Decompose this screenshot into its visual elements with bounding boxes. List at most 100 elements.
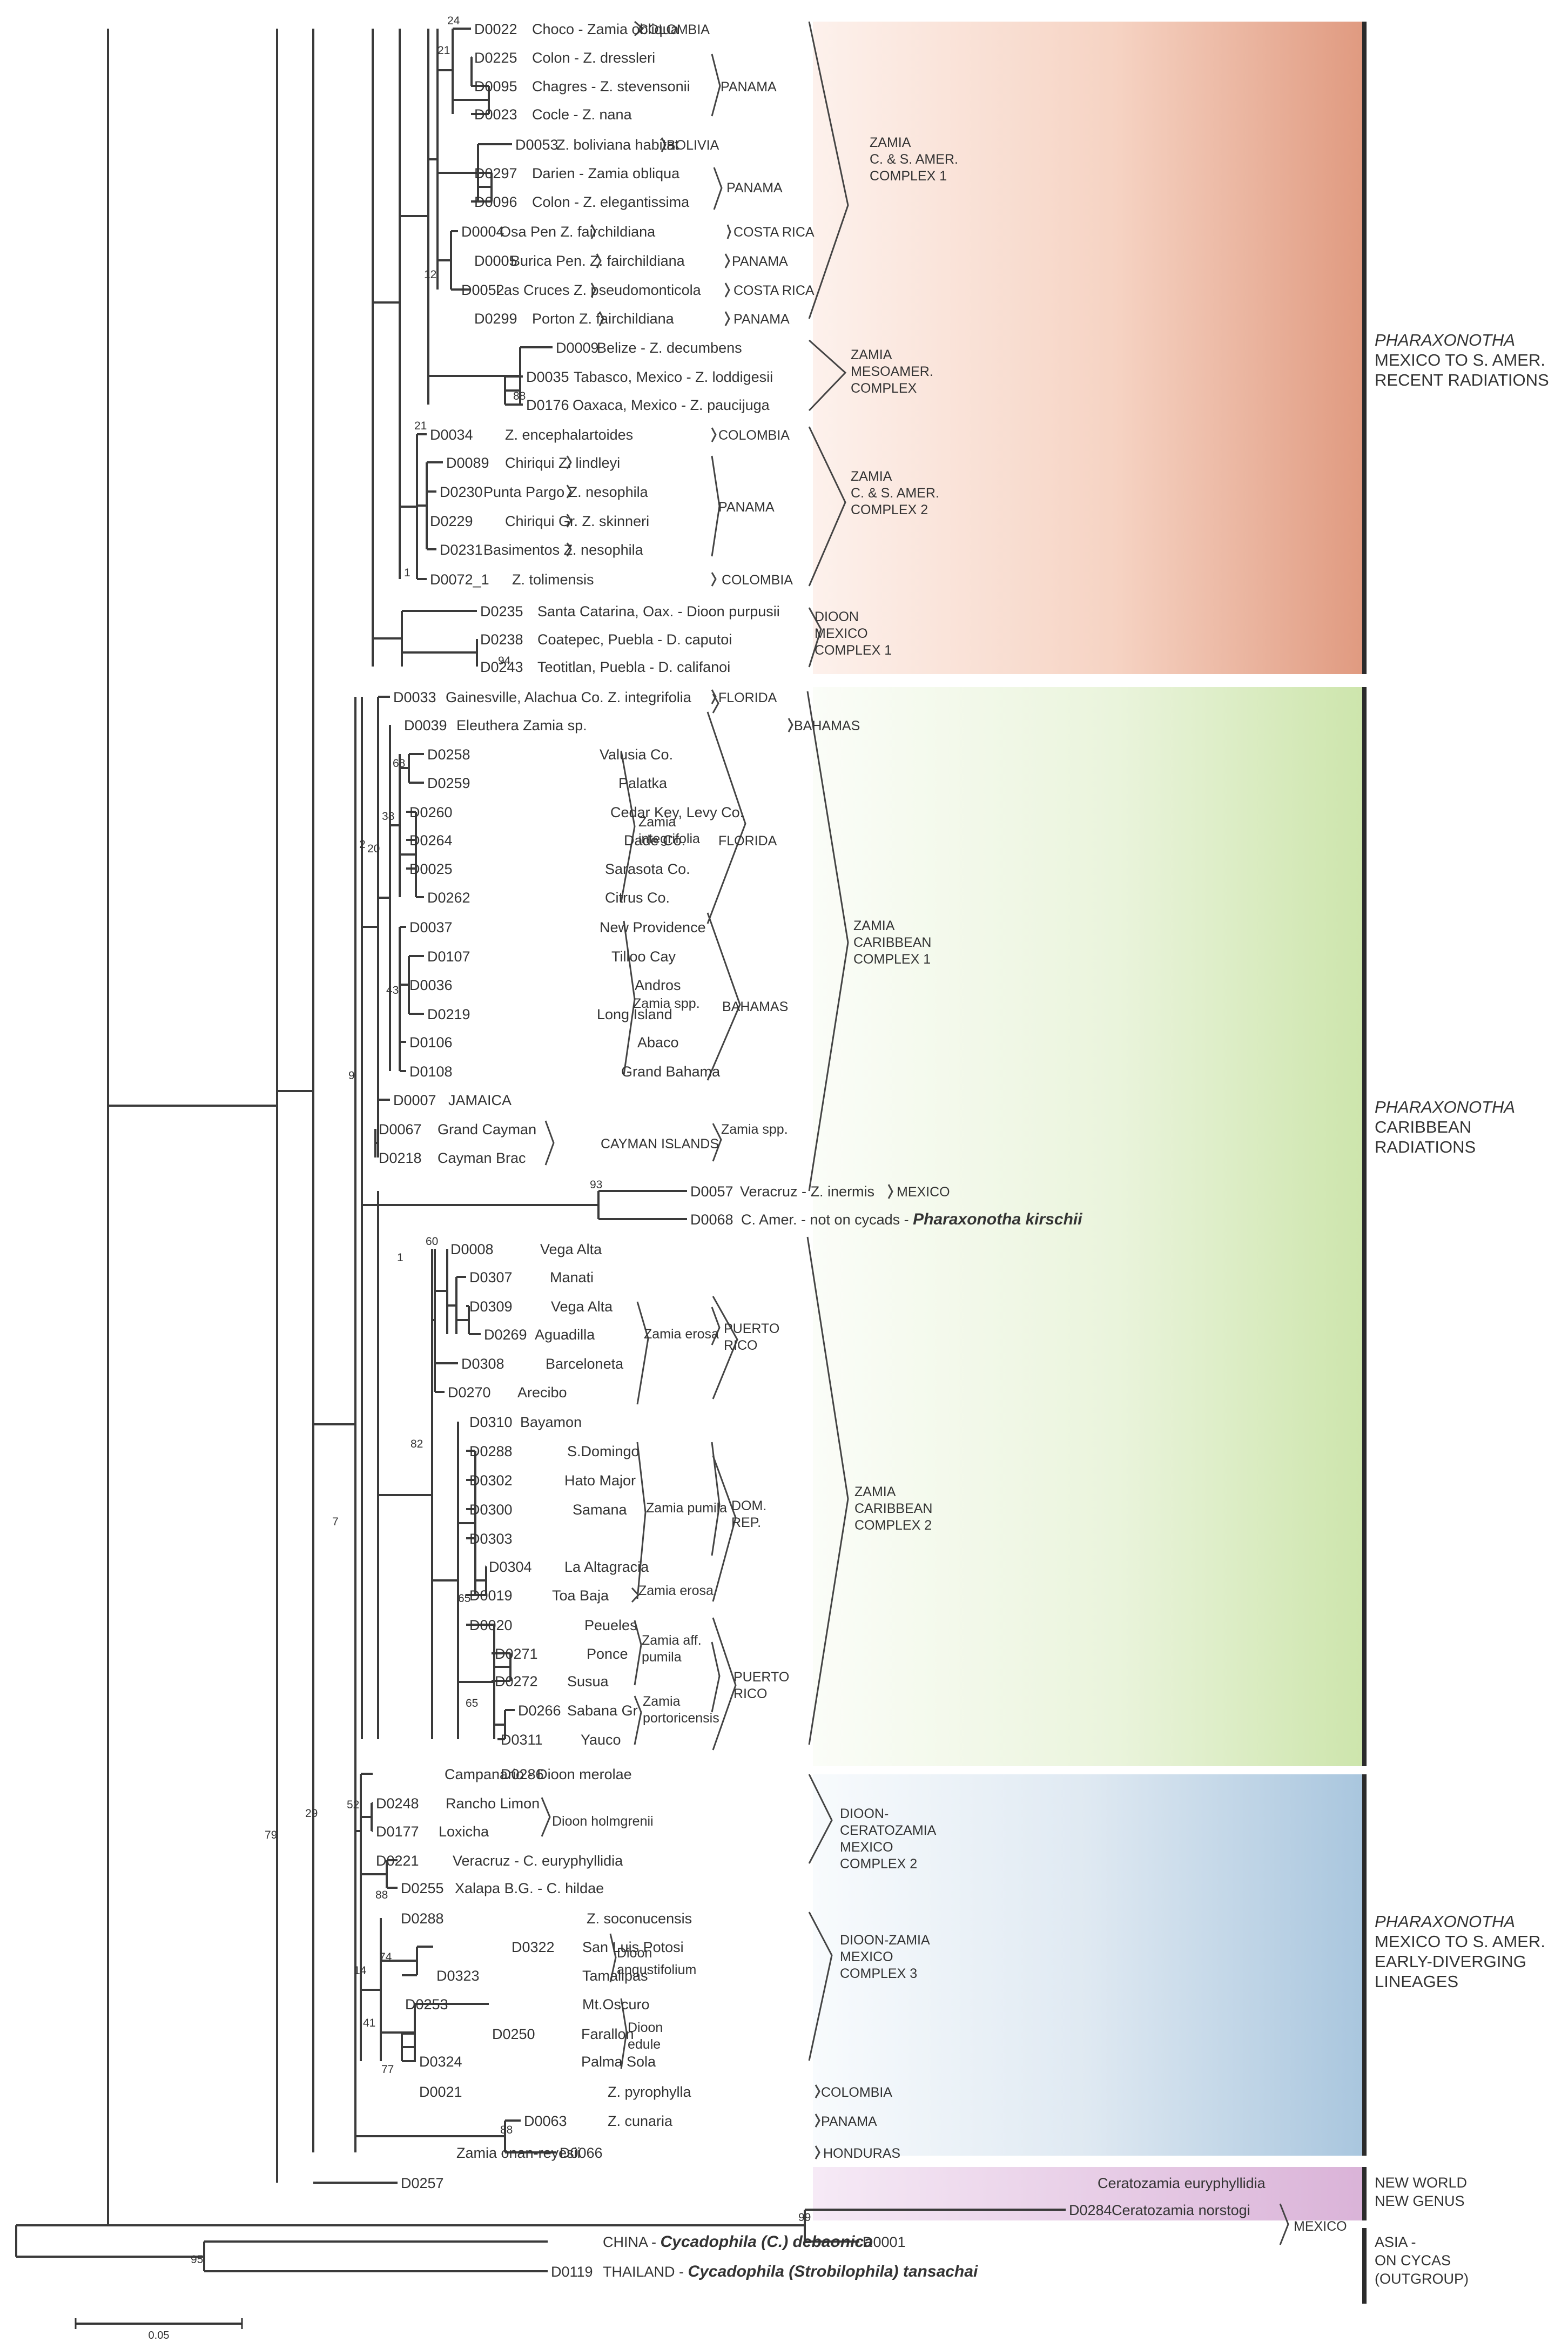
leaf-label: Xalapa B.G. - C. hildae [455, 1880, 604, 1896]
label-bracket [711, 572, 717, 587]
leaf-id: D0322 [512, 1939, 555, 1955]
leaf-id: D0177 [376, 1823, 419, 1840]
leaf-id: D0021 [419, 2084, 462, 2100]
leaf-id: D0297 [474, 165, 517, 181]
complex-label: COMPLEX 2 [851, 502, 928, 517]
region-label: PUERTO [724, 1321, 779, 1336]
leaf-label: Long Island [597, 1006, 672, 1022]
leaf-label: Hato Major [564, 1472, 636, 1489]
label-bracket [566, 542, 572, 557]
leaf-id: D0053 [515, 137, 558, 153]
support-value: 88 [500, 2124, 513, 2136]
leaf-label: JAMAICA [448, 1092, 512, 1108]
complex-label: MEXICO [840, 1840, 893, 1855]
leaf-id: D0302 [469, 1472, 513, 1489]
label-bracket [620, 750, 636, 903]
leaf-label: Basimentos Z. nesophila [483, 542, 644, 558]
label-bracket [590, 282, 596, 298]
leaf-label: Cocle - Z. nana [532, 106, 632, 123]
label-brackets [541, 21, 1289, 2245]
leaf-label: Burica Pen. Z. fairchildiana [510, 253, 685, 269]
label-bracket [713, 167, 723, 210]
leaf-id: D0108 [409, 1064, 453, 1080]
leaf-label: Ponce [587, 1646, 628, 1662]
leaf-id: D0089 [446, 455, 489, 471]
label-bracket [566, 484, 572, 499]
group-bracket [808, 607, 822, 668]
leaf-id: D0057 [690, 1183, 733, 1200]
label-bracket [636, 1301, 649, 1405]
leaf-id: D0004 [461, 224, 504, 240]
leaf-id: D0095 [474, 78, 517, 95]
support-value: 9 [348, 1069, 355, 1082]
support-value: 29 [305, 1807, 318, 1820]
group-newworld-line1: NEW WORLD [1375, 2175, 1467, 2191]
label-bracket [711, 1641, 721, 1713]
region-label: BAHAMAS [794, 718, 860, 733]
leaf-label: Abaco [637, 1034, 679, 1051]
leaf-label: Z. boliviana habitat [556, 137, 679, 153]
leaf-id: D0229 [430, 513, 473, 529]
region-label: BAHAMAS [722, 999, 788, 1014]
leaf-id: D0067 [379, 1121, 422, 1138]
leaf-id: D0025 [409, 861, 453, 877]
complex-label: COMPLEX 2 [854, 1518, 932, 1533]
leaf-id: D0035 [526, 369, 569, 385]
host-label: angustifolium [617, 1962, 696, 1977]
leaf-label: Coatepec, Puebla - D. caputoi [537, 631, 732, 648]
leaf-id: D0288 [401, 1910, 444, 1927]
leaf-id: D0008 [450, 1241, 494, 1257]
label-bracket [711, 427, 717, 442]
label-bracket [726, 224, 731, 239]
tree-branches [15, 28, 1066, 2272]
leaf-id: D0250 [492, 2026, 535, 2042]
leaf-label: Darien - Zamia obliqua [532, 165, 680, 181]
leaf-id: D0311 [501, 1732, 543, 1748]
group-bracket [806, 1236, 849, 1745]
leaf-label: Cayman Brac [438, 1150, 526, 1166]
leaf-id: D0257 [401, 2175, 444, 2191]
scale-bar: 0.05 [75, 2318, 243, 2341]
group-bracket [712, 1455, 737, 1602]
leaf-label: Citrus Co. [605, 890, 670, 906]
leaf-id: D0001 [863, 2234, 906, 2250]
host-label: integrifolia [638, 831, 700, 846]
leaf-label: Oaxaca, Mexico - Z. paucijuga [573, 397, 770, 413]
label-bracket [620, 1998, 628, 2069]
label-bracket [598, 311, 604, 326]
support-value: 82 [410, 1438, 423, 1450]
leaf-label: C. Amer. - not on cycads - Pharaxonotha … [741, 1210, 1082, 1228]
support-value: 74 [379, 1951, 392, 1963]
host-label: Zamia pumila [646, 1500, 727, 1516]
label-bracket [661, 137, 667, 152]
leaf-id: D0243 [480, 659, 523, 675]
region-label: PANAMA [732, 254, 788, 269]
complex-label: DIOON [815, 609, 859, 624]
complex-label: CERATOZAMIA [840, 1823, 937, 1838]
leaf-id: D0033 [393, 689, 436, 705]
support-value: 60 [426, 1235, 438, 1248]
support-value: 94 [498, 655, 511, 667]
leaf-id: D0072_1 [430, 571, 489, 588]
label-bracket [815, 2084, 820, 2098]
leaf-id: D0308 [461, 1356, 504, 1372]
leaf-label: Las Cruces Z. pseudomonticola [496, 282, 702, 298]
support-value: 99 [798, 2211, 811, 2224]
leaf-label: Eleuthera Zamia sp. [456, 717, 587, 733]
leaf-id: D0218 [379, 1150, 422, 1166]
group-title-caribbean: PHARAXONOTHA CARIBBEAN RADIATIONS [1375, 1098, 1515, 1156]
label-bracket [609, 1933, 617, 1983]
complex-label: COMPLEX [851, 381, 917, 396]
leaf-label: S.Domingo [567, 1443, 640, 1459]
leaf-label: Campanario - Dioon merolae [445, 1766, 632, 1782]
leaf-id: D0288 [469, 1443, 513, 1459]
leaf-id: D0039 [404, 717, 447, 733]
group-bracket [712, 1123, 722, 1162]
complex-label: ZAMIA [851, 347, 892, 362]
group-recent-line2: RECENT RADIATIONS [1375, 371, 1549, 389]
group-newworld-line2: NEW GENUS [1375, 2193, 1465, 2209]
host-label: Zamia erosa [638, 1583, 714, 1598]
support-value: 43 [386, 984, 399, 997]
leaf-id: D0255 [401, 1880, 444, 1896]
